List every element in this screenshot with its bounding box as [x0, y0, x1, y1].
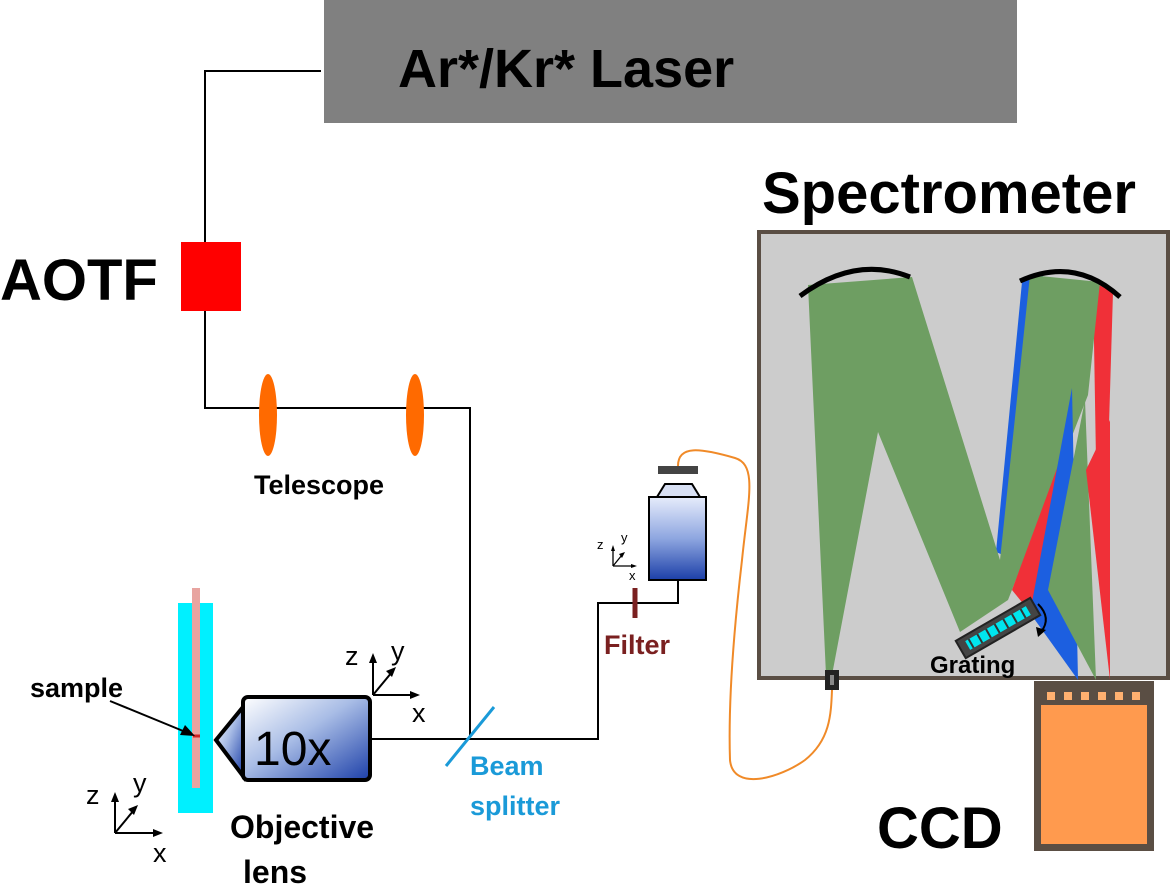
beam-splitter-plate: [444, 706, 496, 767]
beam-green-fold: [808, 275, 1100, 675]
ccd-label: CCD: [877, 796, 1003, 861]
laser-label: Ar*/Kr* Laser: [398, 39, 734, 99]
sample-rod: [192, 588, 200, 788]
optical-fiber: [677, 449, 833, 781]
axis-label-y: y: [133, 768, 147, 798]
objective-label-line2: lens: [243, 854, 307, 890]
beam-red-lower: [1012, 452, 1063, 617]
aotf-box: [181, 242, 241, 311]
telescope-lens-1: [259, 374, 277, 456]
telescope-lens-2: [406, 374, 424, 456]
beam-splitter-label-line2: splitter: [470, 791, 561, 821]
ccd-pixel-row: [1041, 687, 1147, 705]
ccd-sensor: [1041, 687, 1147, 844]
sample-pointer: [109, 700, 189, 734]
axis-label-y: y: [391, 636, 405, 666]
objective-label-line1: Objective: [230, 809, 374, 845]
beam-path-laser-aotf: [204, 70, 321, 242]
beam-path-collection: [370, 580, 679, 740]
axes-coupler: z y x: [597, 530, 637, 583]
aotf-label: AOTF: [0, 248, 158, 313]
axis-label-z: z: [86, 780, 100, 810]
beam-red-exit: [1086, 420, 1110, 680]
collimating-mirror: [798, 266, 911, 299]
axis-label-x: x: [153, 838, 167, 868]
focusing-mirror: [1018, 269, 1122, 299]
axis-label-z: z: [597, 537, 604, 552]
laser-box: [324, 0, 1017, 123]
objective-magnification: 10x: [254, 723, 331, 776]
coupler-mount: [658, 466, 698, 474]
beam-splitter-label-line1: Beam: [470, 751, 544, 781]
grating-rotation-arrowhead: [1036, 627, 1046, 637]
grating: [954, 596, 1042, 660]
objective-body: [241, 695, 372, 782]
axis-label-y: y: [621, 530, 628, 545]
axes-objective: z y x: [345, 636, 426, 728]
beam-green-lower: [1048, 400, 1096, 680]
coupler-body: [648, 496, 707, 581]
entrance-slit-opening: [830, 675, 834, 685]
objective-tip: [213, 701, 245, 782]
axis-label-x: x: [629, 568, 636, 583]
axis-label-z: z: [345, 641, 359, 671]
coupler-tip: [655, 483, 702, 498]
filter-label: Filter: [604, 630, 671, 660]
sample-pointer-arrowhead: [180, 725, 195, 736]
axes-sample: z y x: [86, 768, 167, 868]
spectrometer-label: Spectrometer: [762, 161, 1136, 226]
sample-label: sample: [30, 673, 123, 703]
ccd-pixels: [1047, 692, 1140, 700]
grating-label: Grating: [930, 652, 1015, 679]
axis-label-x: x: [412, 698, 426, 728]
telescope-label: Telescope: [254, 470, 384, 500]
beam-path-telescope: [204, 311, 471, 737]
